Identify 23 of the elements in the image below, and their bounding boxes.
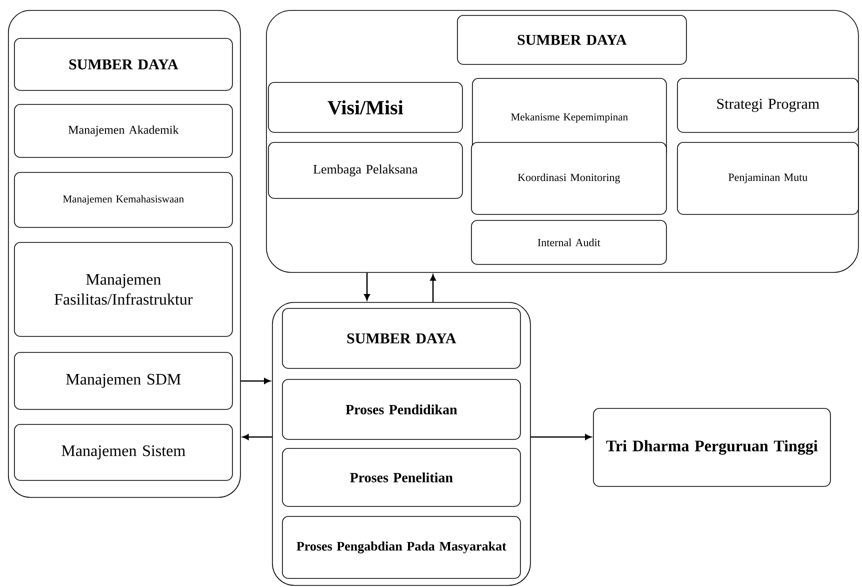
process-box: Manajemen Kemahasiswaan (14, 172, 233, 228)
process-box: Penjaminan Mutu (677, 142, 859, 215)
heading-box: SUMBER DAYA (282, 308, 521, 369)
process-box: Koordinasi Monitoring (471, 142, 667, 215)
arrow (430, 274, 436, 302)
process-box: Manajemen SDM (14, 352, 233, 410)
process-box: Proses Pendidikan (282, 379, 521, 440)
arrow (364, 272, 370, 300)
process-box: Proses Penelitian (282, 448, 521, 507)
process-box: Visi/Misi (268, 82, 463, 133)
arrow (240, 378, 270, 384)
heading-box: SUMBER DAYA (14, 38, 233, 91)
heading-box: SUMBER DAYA (457, 15, 687, 65)
process-box: Strategi Program (677, 78, 859, 133)
result-box: Tri Dharma Perguruan Tinggi (593, 408, 831, 487)
arrow (242, 434, 272, 440)
process-box: Manajemen Sistem (14, 424, 233, 481)
process-box: Lembaga Pelaksana (268, 142, 463, 199)
process-box: Manajemen Fasilitas/Infrastruktur (14, 242, 233, 337)
process-box: Manajemen Akademik (14, 104, 233, 158)
process-box: Proses Pengabdian Pada Masyarakat (282, 516, 521, 579)
process-box: Internal Audit (471, 220, 667, 265)
arrow (530, 434, 592, 440)
